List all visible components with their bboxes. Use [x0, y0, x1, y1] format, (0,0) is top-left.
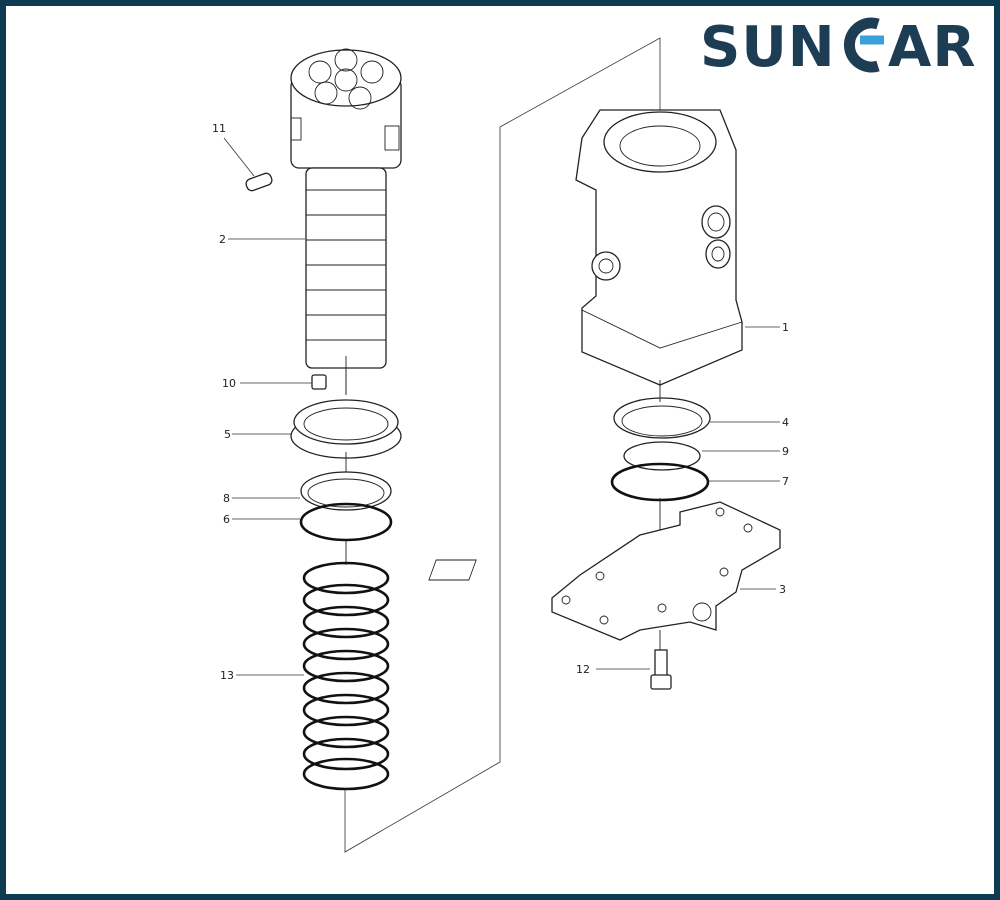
callout-5: 5 [224, 428, 231, 441]
callout-2: 2 [219, 233, 226, 246]
part-13-seal-stack [302, 561, 390, 791]
part-10-plug [311, 370, 347, 395]
part-9-snap-ring [623, 441, 701, 471]
callout-4: 4 [782, 416, 789, 429]
part-1-swivel-body [575, 109, 743, 386]
part-3-stopper-plate [428, 501, 781, 641]
callout-10: 10 [222, 377, 236, 390]
callout-7: 7 [782, 475, 789, 488]
suncar-logo: SUN AR [700, 15, 976, 74]
callout-8: 8 [223, 492, 230, 505]
logo-c-mark [843, 17, 884, 73]
callout-11: 11 [212, 122, 226, 135]
callout-3: 3 [779, 583, 786, 596]
logo-text-left: SUN [700, 15, 836, 74]
callout-6: 6 [223, 513, 230, 526]
callout-12: 12 [576, 663, 590, 676]
leader-lines [223, 137, 780, 676]
part-2-rotor-shaft [290, 48, 402, 369]
callout-9: 9 [782, 445, 789, 458]
part-12-bolt [650, 630, 672, 690]
callout-13: 13 [220, 669, 234, 682]
callout-1: 1 [782, 321, 789, 334]
assembly-guide-line [344, 37, 661, 853]
part-5-collar [290, 399, 402, 459]
part-11-pin [245, 172, 273, 192]
part-4-seal-ring [613, 397, 711, 439]
part-8-backup-ring [300, 471, 392, 511]
logo-text-right: AR [888, 15, 976, 74]
